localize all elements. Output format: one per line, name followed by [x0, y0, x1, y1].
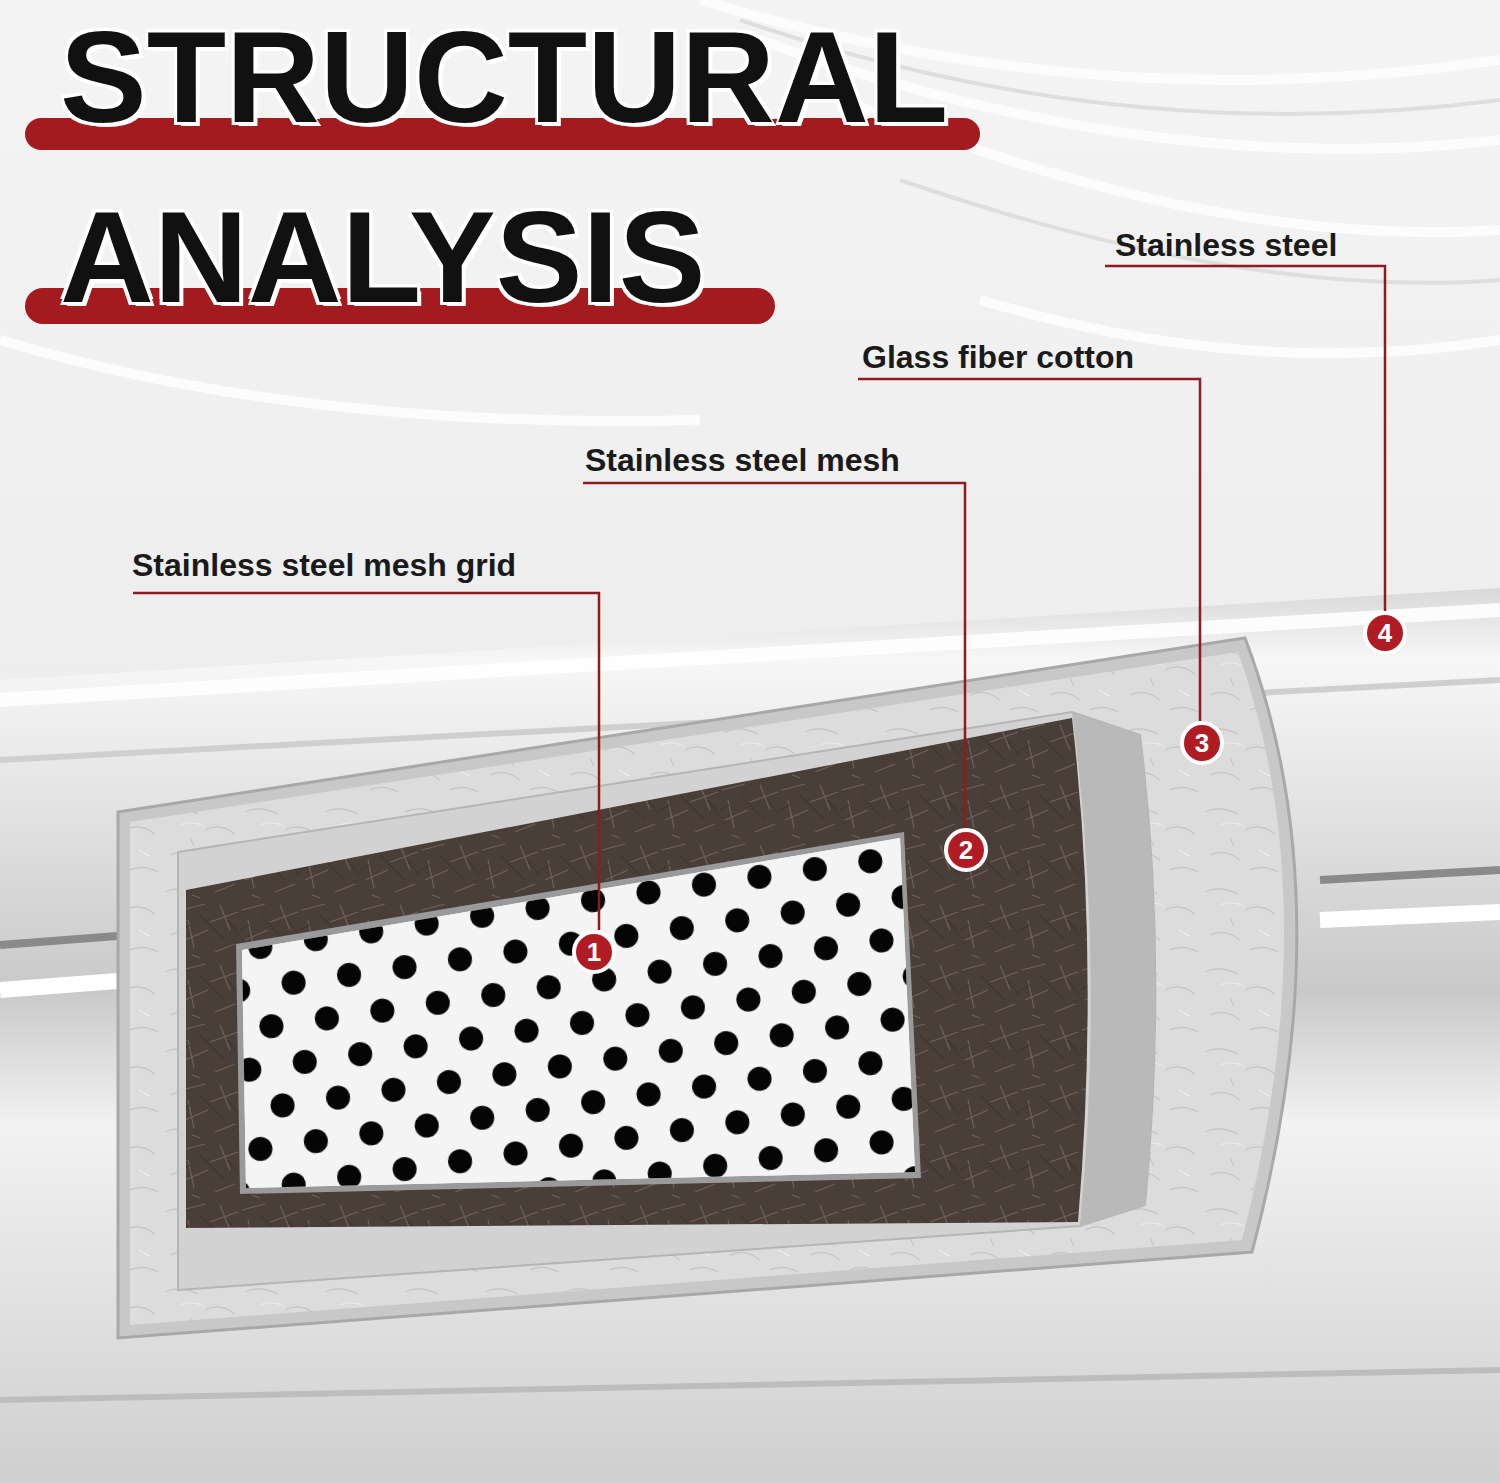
- title: STRUCTURAL ANALYSIS: [60, 0, 1020, 347]
- callout-number: 2: [946, 830, 986, 870]
- callout-number: 4: [1365, 613, 1405, 653]
- callout-number: 1: [574, 932, 614, 972]
- part-label: Glass fiber cotton: [862, 337, 1134, 377]
- part-label: Stainless steel mesh: [585, 440, 900, 480]
- part-label: Stainless steel: [1115, 225, 1337, 265]
- part-label: Stainless steel mesh grid: [132, 545, 516, 585]
- callout-number: 3: [1182, 723, 1222, 763]
